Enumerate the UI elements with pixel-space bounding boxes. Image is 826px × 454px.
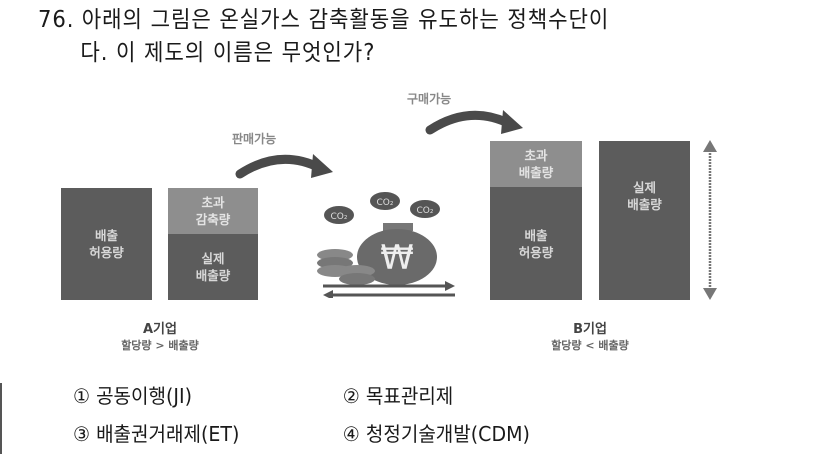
svg-text:CO₂: CO₂: [377, 198, 394, 208]
company-b-subtitle: 할당량 < 배출량: [551, 339, 629, 352]
option-4-marker: ④: [342, 422, 360, 446]
a-excess-reduction-line1: 초과: [201, 195, 225, 210]
option-2[interactable]: ② 목표관리제: [343, 378, 453, 415]
double-arrow-icon: [703, 140, 717, 300]
option-4[interactable]: ④ 청정기술개발(CDM): [343, 416, 530, 453]
b-actual-bar: 실제 배출량: [599, 141, 690, 300]
company-b-label: B기업 할당량 < 배출량: [490, 318, 690, 353]
svg-text:CO₂: CO₂: [417, 206, 434, 216]
option-2-text: 목표관리제: [365, 384, 454, 408]
a-actual-bar: 초과 감축량 실제 배출량: [168, 188, 258, 300]
question-line-1: 76.아래의 그림은 온실가스 감축활동을 유도하는 정책수단이: [38, 4, 609, 37]
money-bag-icon: CO₂ CO₂ CO₂ ₩: [317, 192, 455, 298]
sell-label: 판매가능: [232, 132, 277, 146]
question-text: 76.아래의 그림은 온실가스 감축활동을 유도하는 정책수단이 다. 이 제도…: [38, 4, 609, 70]
svg-text:₩: ₩: [380, 238, 414, 278]
b-allowance-bar: 초과 배출량 배출 허용량: [490, 141, 582, 300]
svg-text:CO₂: CO₂: [331, 212, 348, 222]
a-bar1-line1: 배출: [94, 228, 118, 243]
b-excess-emission-line1: 초과: [524, 148, 548, 163]
option-1-marker: ①: [73, 384, 91, 408]
option-3[interactable]: ③ 배출권거래제(ET): [73, 416, 239, 453]
question-line-2: 다. 이 제도의 이름은 무엇인가?: [80, 40, 376, 66]
b-actual-line2: 배출량: [627, 197, 662, 212]
a-actual-emission-line2: 배출량: [195, 268, 231, 283]
margin-line: [0, 383, 2, 454]
b-allowance-line2: 허용량: [518, 244, 554, 260]
buy-arrow-icon: [425, 110, 523, 135]
company-b-title: B기업: [573, 322, 607, 337]
company-a-label: A기업 할당량 > 배출량: [60, 318, 260, 353]
b-actual-line1: 실제: [632, 180, 656, 195]
question-number: 76.: [38, 7, 75, 33]
company-a-title: A기업: [143, 322, 177, 337]
option-3-marker: ③: [73, 422, 91, 446]
b-allowance-line1: 배출: [524, 227, 548, 243]
a-excess-reduction-line2: 감축량: [195, 212, 231, 227]
option-1[interactable]: ① 공동이행(JI): [73, 378, 192, 415]
option-3-text: 배출권거래제(ET): [96, 422, 240, 446]
b-excess-emission-line2: 배출량: [518, 165, 554, 180]
option-4-text: 청정기술개발(CDM): [365, 422, 530, 446]
option-1-text: 공동이행(JI): [96, 384, 193, 408]
buy-label: 구매가능: [407, 92, 452, 106]
company-a-subtitle: 할당량 > 배출량: [121, 339, 199, 352]
a-allowance-bar: 배출 허용량: [61, 188, 152, 300]
emissions-trading-figure: 배출 허용량 초과 감축량 실제 배출량 A기업 할당량 > 배출량 판매가능 …: [0, 78, 826, 368]
option-2-marker: ②: [342, 384, 360, 408]
question-line-1-text: 아래의 그림은 온실가스 감축활동을 유도하는 정책수단이: [81, 7, 610, 33]
sell-arrow-icon: [235, 154, 333, 179]
a-bar1-line2: 허용량: [89, 245, 124, 260]
a-actual-emission-line1: 실제: [201, 251, 225, 266]
